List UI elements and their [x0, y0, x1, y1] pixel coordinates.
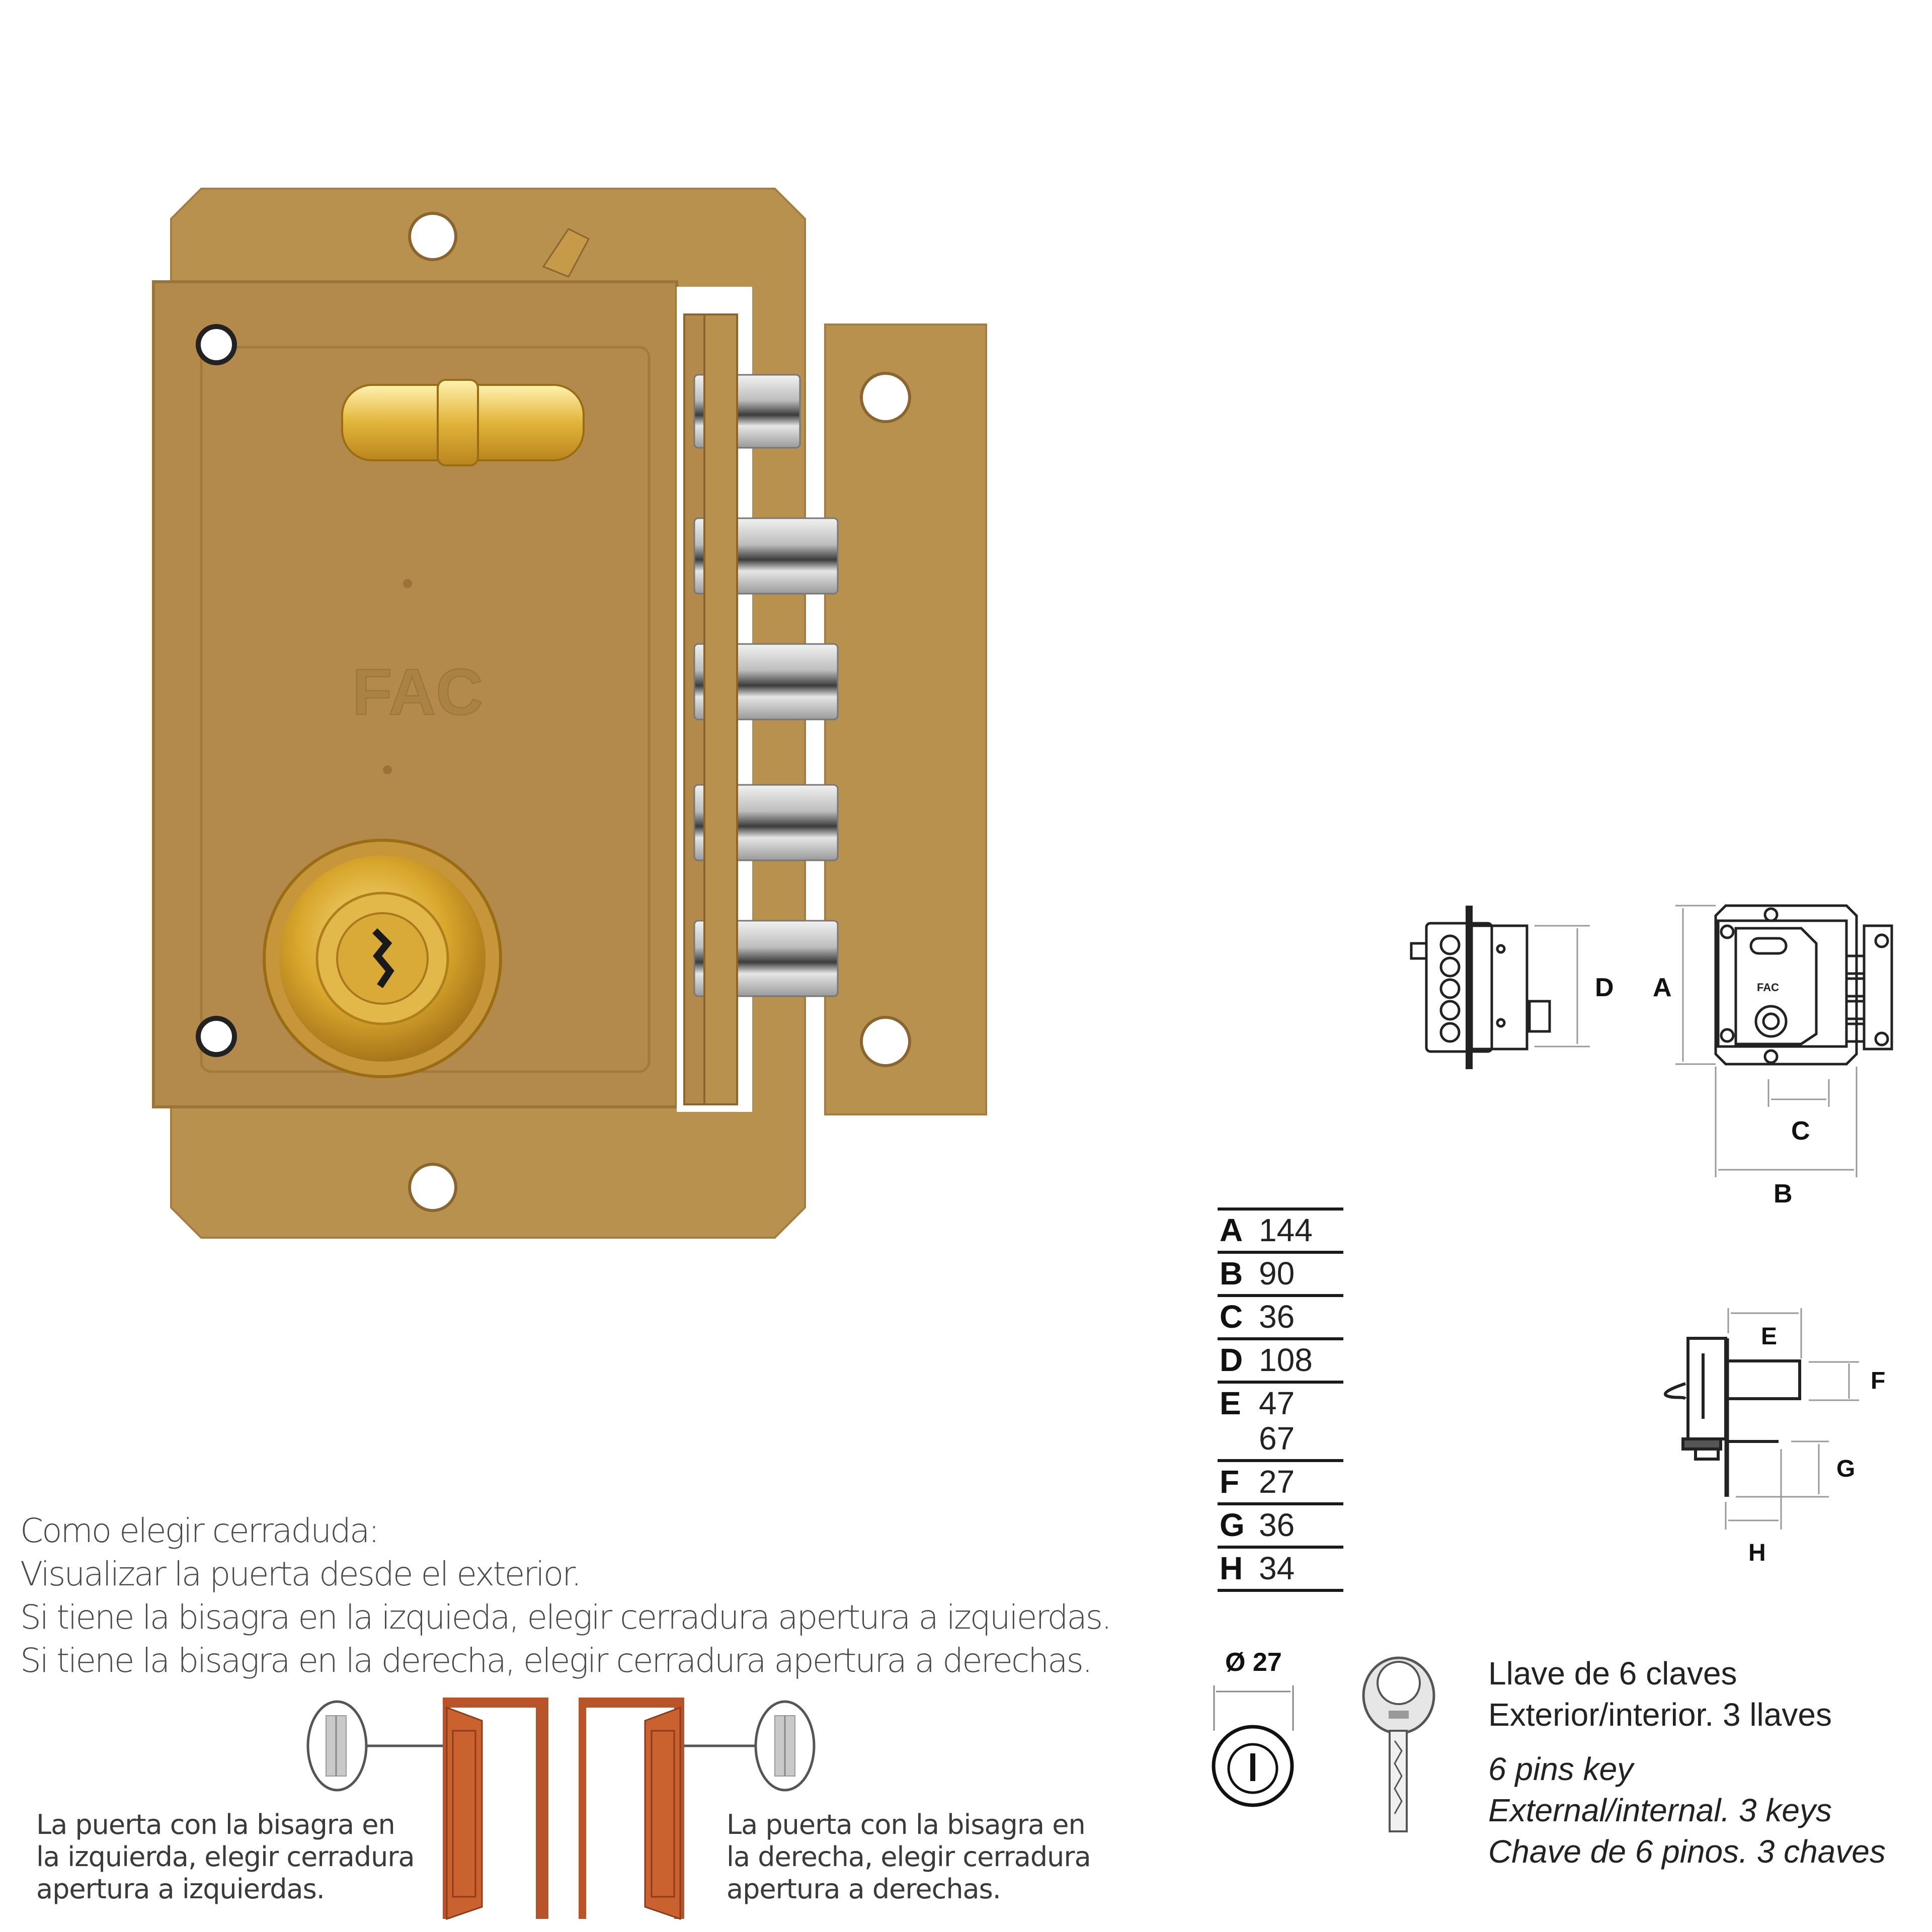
lock-product-photo: FAC: [151, 181, 996, 1248]
svg-text:G: G: [1836, 1456, 1855, 1482]
dimension-row-a: A 144: [1218, 1208, 1343, 1251]
door-right-caption: La puerta con la bisagra en la derecha, …: [727, 1809, 1091, 1905]
key-spec-line: Llave de 6 claves: [1488, 1655, 1737, 1692]
dimension-row-g: G 36: [1218, 1502, 1343, 1546]
svg-text:FAC: FAC: [1757, 981, 1779, 994]
key-spec-line: Exterior/interior. 3 llaves: [1488, 1697, 1832, 1733]
door-hinge-diagrams: [287, 1691, 840, 1927]
instructions-line: Visualizar la puerta desde el exterior.: [20, 1555, 582, 1593]
key-icon: [1358, 1655, 1439, 1836]
svg-text:B: B: [1774, 1179, 1793, 1209]
rim-lock-illustration: FAC: [152, 188, 987, 1239]
dimension-row-h: H 34: [1218, 1546, 1343, 1592]
svg-text:C: C: [1791, 1116, 1810, 1146]
svg-text:H: H: [1748, 1540, 1766, 1566]
instructions-line: Si tiene la bisagra en la derecha, elegi…: [20, 1641, 1093, 1680]
svg-text:E: E: [1761, 1323, 1777, 1350]
key-spec-line-en: 6 pins key: [1488, 1751, 1634, 1787]
technical-drawing-section: E F G H: [1640, 1298, 1912, 1600]
technical-drawing-front-side: D A C B FAC: [1389, 896, 1907, 1278]
instructions-block: Como elegir cerraduda: Visualizar la pue…: [20, 1509, 1112, 1682]
instructions-title: Como elegir cerraduda:: [20, 1511, 380, 1550]
key-spec-block: Llave de 6 claves Exterior/interior. 3 l…: [1488, 1653, 1886, 1872]
key-spec-line-en: External/internal. 3 keys: [1488, 1792, 1832, 1828]
door-left-caption: La puerta con la bisagra en la izquierda…: [36, 1809, 415, 1905]
dimension-row-f: F 27: [1218, 1459, 1343, 1502]
dimension-row-c: C 36: [1218, 1294, 1343, 1337]
brand-logo: FAC: [352, 655, 483, 729]
svg-text:F: F: [1871, 1367, 1885, 1394]
dimensions-table: A 144 B 90 C 36 D 108 E 47 67 F 27 G 36 …: [1218, 1208, 1343, 1592]
key-spec-line-pt: Chave de 6 pinos. 3 chaves: [1488, 1833, 1886, 1870]
dimension-row-d: D 108: [1218, 1337, 1343, 1381]
cylinder-diameter-label: Ø 27: [1225, 1648, 1282, 1677]
dimension-row-b: B 90: [1218, 1251, 1343, 1294]
cylinder-diagram: Ø 27: [1205, 1645, 1306, 1811]
svg-text:A: A: [1653, 973, 1672, 1002]
instructions-line: Si tiene la bisagra en la izquieda, eleg…: [20, 1598, 1112, 1637]
dimension-row-e: E 47 67: [1218, 1381, 1343, 1459]
svg-text:D: D: [1595, 973, 1614, 1002]
